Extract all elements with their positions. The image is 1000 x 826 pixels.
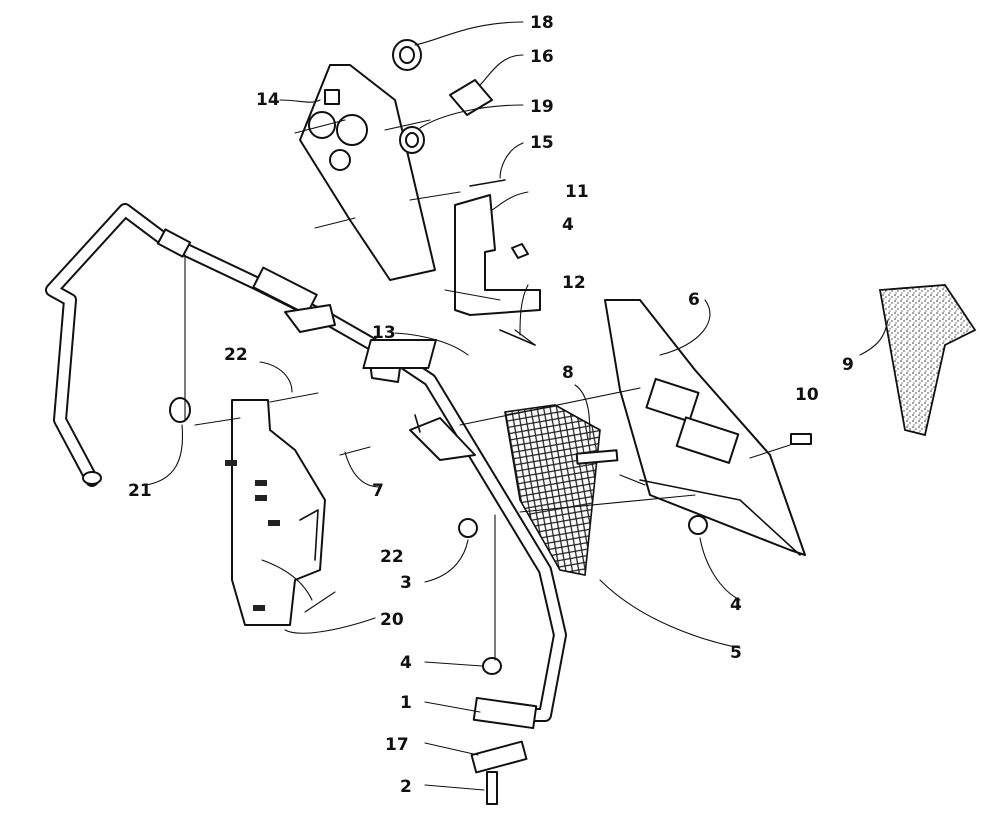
callout-12: 12 — [562, 273, 586, 293]
bracket — [362, 194, 541, 369]
frame-tube — [45, 203, 567, 730]
callout-7: 7 — [372, 481, 384, 501]
foam-pad — [878, 284, 977, 437]
callout-1: 1 — [400, 693, 412, 713]
callout-22-lower: 22 — [380, 547, 404, 567]
guide-lines — [184, 119, 791, 661]
left-side-plate — [299, 64, 436, 281]
callout-13: 13 — [372, 323, 396, 343]
mesh-grille — [504, 404, 601, 576]
callout-4-bottom: 4 — [400, 653, 412, 673]
callout-9: 9 — [842, 355, 854, 375]
leader-lines — [145, 21, 889, 791]
fasteners — [169, 329, 812, 805]
callout-10: 10 — [795, 385, 819, 405]
callout-22-upper: 22 — [224, 345, 248, 365]
callout-18: 18 — [530, 13, 554, 33]
callout-5: 5 — [730, 643, 742, 663]
callout-8: 8 — [562, 363, 574, 383]
callout-4-top: 4 — [562, 215, 574, 235]
top-small-parts — [392, 39, 536, 346]
callout-15: 15 — [530, 133, 554, 153]
callout-14: 14 — [256, 90, 280, 110]
callout-2: 2 — [400, 777, 412, 797]
callout-6: 6 — [688, 290, 700, 310]
footrest-plate — [604, 299, 806, 556]
lower-side-plate — [225, 399, 326, 626]
mount-bracket — [409, 414, 476, 461]
callout-19: 19 — [530, 97, 554, 117]
callout-20: 20 — [380, 610, 404, 630]
callout-11: 11 — [565, 182, 589, 202]
callout-4-right: 4 — [730, 595, 742, 615]
callout-17: 17 — [385, 735, 409, 755]
callout-3: 3 — [400, 573, 412, 593]
callout-21: 21 — [128, 481, 152, 501]
callout-labels: 1 2 3 4 4 4 5 6 7 8 9 10 11 12 13 14 15 … — [128, 13, 854, 797]
callout-16: 16 — [530, 47, 554, 67]
